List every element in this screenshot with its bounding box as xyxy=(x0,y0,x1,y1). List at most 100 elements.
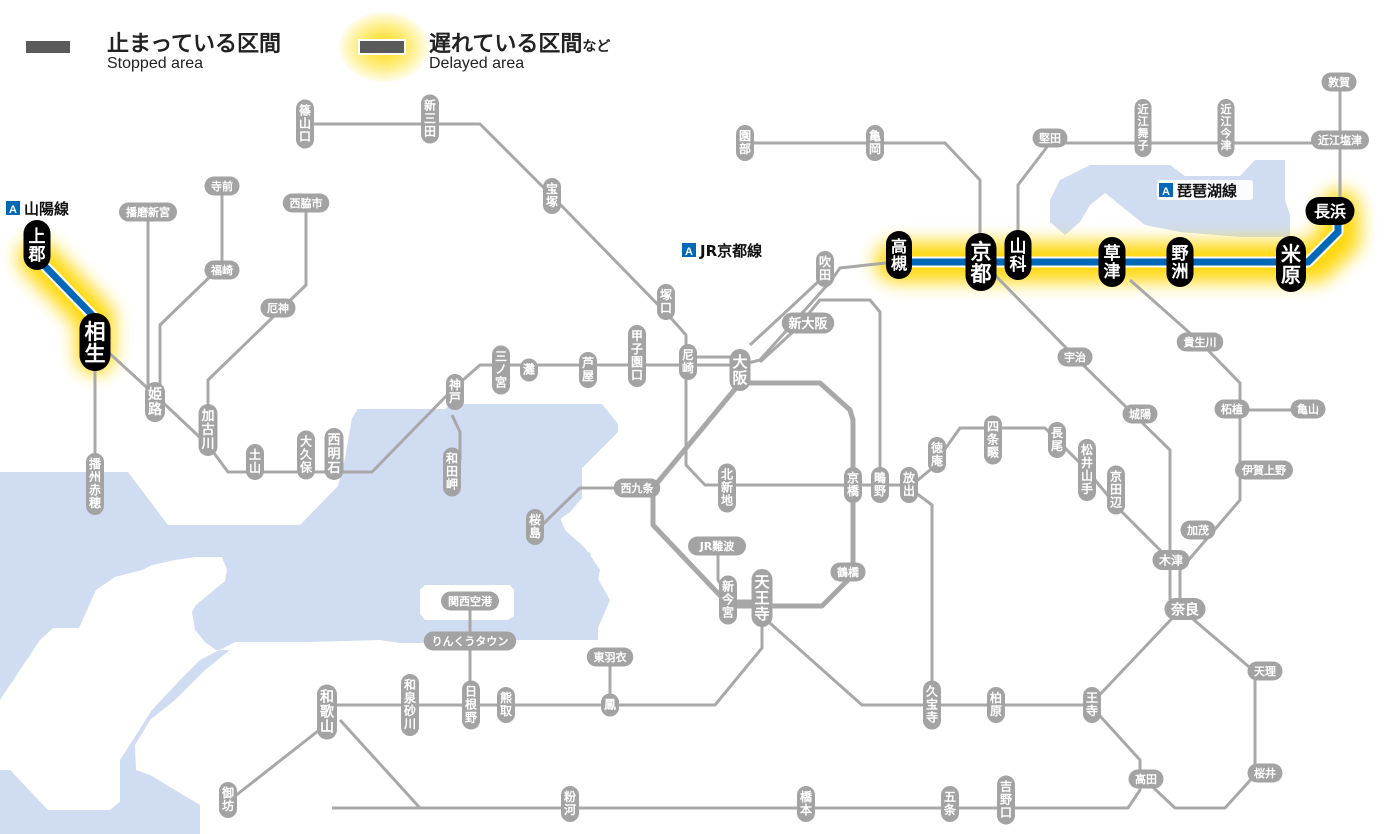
station-oji[interactable]: 王寺 xyxy=(1083,687,1101,723)
station-takada[interactable]: 高田 xyxy=(1128,769,1164,789)
station-kamigori[interactable]: 上郡 xyxy=(23,220,51,270)
line-kakogawa xyxy=(206,205,308,430)
station-jr-namba[interactable]: JR難波 xyxy=(688,536,746,556)
station-name: 高槻 xyxy=(891,237,907,273)
station-maibara[interactable]: 米原 xyxy=(1276,236,1306,292)
station-himeji[interactable]: 姫路 xyxy=(145,382,165,422)
station-suita[interactable]: 吹田 xyxy=(816,251,834,287)
station-takatsuki[interactable]: 高槻 xyxy=(886,231,912,279)
station-kyoto[interactable]: 京都 xyxy=(965,233,997,291)
station-izumisunagawa[interactable]: 和泉砂川 xyxy=(401,674,419,736)
station-iga-ueno[interactable]: 伊賀上野 xyxy=(1235,460,1293,480)
station-kamo[interactable]: 加茂 xyxy=(1180,520,1216,540)
station-sakurai[interactable]: 桜井 xyxy=(1247,763,1283,783)
station-kashiwara[interactable]: 柏原 xyxy=(987,687,1005,723)
station-hineno[interactable]: 日根野 xyxy=(462,680,480,730)
station-amagasaki[interactable]: 尼崎 xyxy=(679,344,697,380)
station-shin-imamiya[interactable]: 新今宮 xyxy=(719,575,737,625)
station-name: 橋本 xyxy=(800,789,813,817)
station-nishiwakishi[interactable]: 西脇市 xyxy=(282,193,330,213)
station-hanaten[interactable]: 放出 xyxy=(900,467,918,503)
station-name: 和田岬 xyxy=(445,451,458,492)
station-shigino[interactable]: 鴫野 xyxy=(871,467,889,503)
station-kitashinchi[interactable]: 北新地 xyxy=(718,463,736,513)
station-kyuhoji[interactable]: 久宝寺 xyxy=(923,680,941,730)
station-kizu[interactable]: 木津 xyxy=(1152,550,1190,570)
station-sonobe[interactable]: 園部 xyxy=(736,125,754,161)
station-kyobashi[interactable]: 京橋 xyxy=(844,467,862,503)
station-yamashina[interactable]: 山科 xyxy=(1004,230,1032,280)
station-tsuruhashi[interactable]: 鶴橋 xyxy=(830,562,866,582)
station-gobo[interactable]: 御坊 xyxy=(219,782,237,818)
station-otori[interactable]: 鳳 xyxy=(601,693,619,717)
station-kyotanabe[interactable]: 京田辺 xyxy=(1107,465,1125,515)
station-matsuiyamate[interactable]: 松井山手 xyxy=(1078,439,1096,501)
line-wakayama-kokawa xyxy=(338,718,422,810)
station-name: 松井山手 xyxy=(1081,442,1093,496)
station-kumatori[interactable]: 熊取 xyxy=(497,687,515,723)
station-nishikujo[interactable]: 西九条 xyxy=(613,478,661,498)
station-aioi[interactable]: 相生 xyxy=(79,313,111,371)
station-higashi-hagoromo[interactable]: 東羽衣 xyxy=(586,647,634,667)
station-wakayama[interactable]: 和歌山 xyxy=(317,684,337,740)
station-omi-maiko[interactable]: 近江舞子 xyxy=(1134,99,1152,157)
station-shinsanda[interactable]: 新三田 xyxy=(421,94,439,144)
station-name: りんくうタウン xyxy=(432,635,509,648)
station-tsuge[interactable]: 柘植 xyxy=(1214,399,1250,419)
station-marker xyxy=(1152,550,1190,570)
station-katata[interactable]: 堅田 xyxy=(1032,128,1068,148)
station-shijonawate[interactable]: 四条畷 xyxy=(984,415,1002,465)
station-joyo[interactable]: 城陽 xyxy=(1122,404,1158,424)
station-banshu-ako[interactable]: 播州赤穂 xyxy=(86,453,104,515)
station-kakogawa[interactable]: 加古川 xyxy=(198,404,218,456)
station-kansai-airport[interactable]: 関西空港 xyxy=(441,591,499,611)
station-teramae[interactable]: 寺前 xyxy=(204,176,240,196)
station-nishi-akashi[interactable]: 西明石 xyxy=(324,428,344,480)
station-name: 東羽衣 xyxy=(594,650,628,664)
station-uji[interactable]: 宇治 xyxy=(1057,347,1093,367)
line-kisei xyxy=(229,718,333,802)
station-tsuruga[interactable]: 敦賀 xyxy=(1321,72,1357,92)
station-okubo[interactable]: 大久保 xyxy=(297,430,315,480)
station-takarazuka[interactable]: 宝塚 xyxy=(543,178,561,214)
station-tsukaguchi[interactable]: 塚口 xyxy=(657,284,675,320)
station-sasayamaguchi[interactable]: 篠山口 xyxy=(296,99,314,149)
station-nagahama[interactable]: 長浜 xyxy=(1305,197,1355,225)
station-gojo[interactable]: 五条 xyxy=(941,786,959,822)
station-tokuan[interactable]: 徳庵 xyxy=(928,437,946,473)
line-label-bg xyxy=(680,240,780,260)
station-marker xyxy=(601,693,619,717)
station-yoshinoguchi[interactable]: 吉野口 xyxy=(997,775,1015,825)
station-ashiya[interactable]: 芦屋 xyxy=(579,352,597,388)
station-yasu[interactable]: 野洲 xyxy=(1166,237,1194,287)
station-wadamisaki[interactable]: 和田岬 xyxy=(443,447,461,497)
station-yakujin[interactable]: 厄神 xyxy=(260,298,296,318)
station-marker xyxy=(1321,72,1357,92)
station-harima-shingu[interactable]: 播磨新宮 xyxy=(119,202,177,222)
station-marker xyxy=(1078,439,1096,501)
station-sakurajima[interactable]: 桜島 xyxy=(526,509,544,545)
station-osaka[interactable]: 大阪 xyxy=(729,349,751,391)
station-nagao[interactable]: 長尾 xyxy=(1048,422,1066,458)
station-omi-shiotsu[interactable]: 近江塩津 xyxy=(1311,130,1369,150)
station-kusatsu[interactable]: 草津 xyxy=(1098,237,1126,287)
station-hashimoto[interactable]: 橋本 xyxy=(797,786,815,822)
station-kameyama[interactable]: 亀山 xyxy=(1290,399,1326,419)
station-kokawa[interactable]: 粉河 xyxy=(561,786,579,822)
station-doyama[interactable]: 土山 xyxy=(246,444,264,480)
station-rinku-town[interactable]: りんくうタウン xyxy=(423,631,517,651)
station-shin-osaka[interactable]: 新大阪 xyxy=(781,312,835,334)
station-tennoji[interactable]: 天王寺 xyxy=(751,569,773,627)
station-kibukawa[interactable]: 貴生川 xyxy=(1176,332,1224,352)
station-tenri[interactable]: 天理 xyxy=(1247,661,1283,681)
station-fukusaki[interactable]: 福崎 xyxy=(204,260,240,280)
station-sannomiya[interactable]: 三ノ宮 xyxy=(492,345,510,395)
station-marker xyxy=(1290,399,1326,419)
station-kobe[interactable]: 神戸 xyxy=(446,374,464,410)
station-koshienguchi[interactable]: 甲子園口 xyxy=(628,325,646,387)
station-kameoka[interactable]: 亀岡 xyxy=(866,125,884,161)
station-name: 上郡 xyxy=(28,227,46,265)
station-nada[interactable]: 灘 xyxy=(520,358,538,382)
station-nara[interactable]: 奈良 xyxy=(1164,598,1206,620)
station-omi-imazu[interactable]: 近江今津 xyxy=(1217,99,1235,157)
